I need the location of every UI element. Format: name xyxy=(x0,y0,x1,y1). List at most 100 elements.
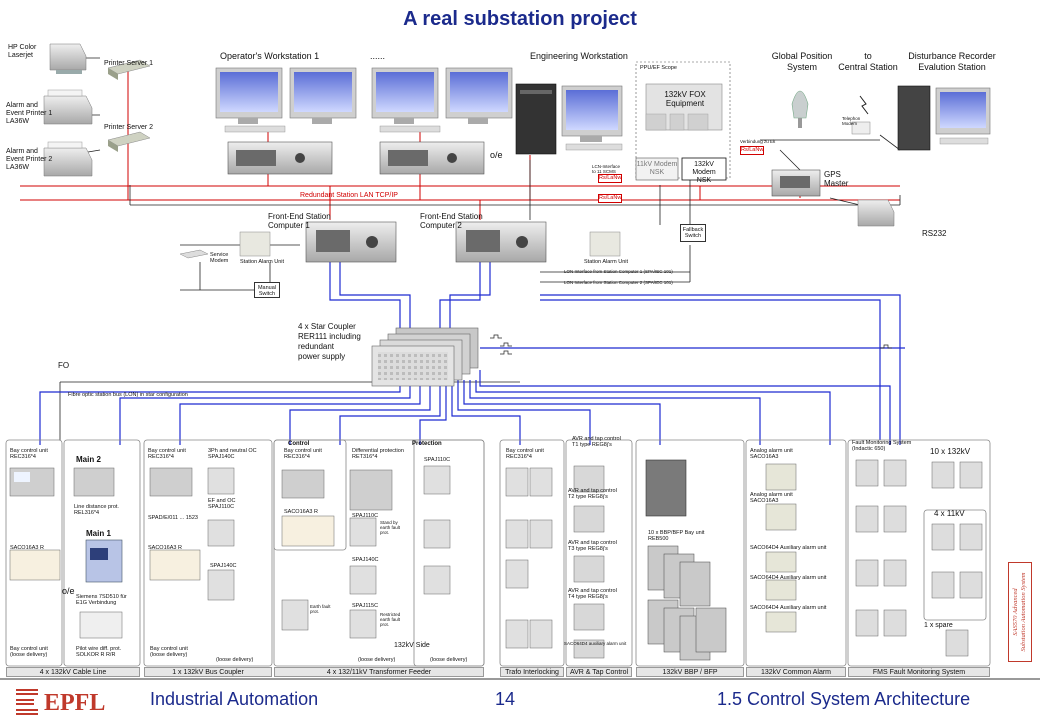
printer-server-1 xyxy=(107,59,151,80)
spaj115c-label: SPAJ115C xyxy=(352,603,379,609)
siemens-label: Siemens 7SD510 für E1G Verbindung xyxy=(76,594,127,606)
engineering-workstation xyxy=(515,83,623,155)
avr-t4-label: AVR and tap control T4 type REG8j's xyxy=(568,588,617,600)
alarm-printer-2 xyxy=(43,141,93,177)
fms-spare-label: 1 x spare xyxy=(924,622,953,629)
interlocking-bay-control-label: Bay control unit REC316*4 xyxy=(506,448,544,460)
common-alarm-group-label: 132kV Common Alarm xyxy=(746,667,846,677)
lon-interface-2-label: LON Interface from Station Computer 2 (S… xyxy=(564,280,673,285)
bus-oc-label: 3Ph and neutral OC SPAJ140C xyxy=(208,448,257,460)
ppu-scope-label: PPU/EF Scope xyxy=(640,65,677,71)
aux-alarm-2-label: SACO64D4 Auxiliary alarm unit xyxy=(750,575,827,581)
engineering-workstation-label: Engineering Workstation xyxy=(530,51,628,61)
gps-master-label: GPS Master xyxy=(824,170,849,188)
star-coupler-label: 4 x Star Coupler RER111 including redund… xyxy=(298,322,361,361)
redundant-lan-label: Redundant Station LAN TCP/IP xyxy=(300,192,398,199)
station-alarm-unit-1-label: Station Alarm Unit xyxy=(240,259,285,265)
manual-switch[interactable]: Manual Switch xyxy=(254,282,280,298)
station-alarm-unit-2-label: Station Alarm Unit xyxy=(584,259,629,265)
analog-alarm-1-label: Analog alarm unit SACO16A3 xyxy=(750,448,793,460)
bay-frames xyxy=(5,439,991,667)
red-tag-2: Rs/LaNw xyxy=(598,194,622,203)
avr-group-label: AVR & Tap Control xyxy=(566,667,632,677)
printer-server-1-label: Printer Server 1 xyxy=(104,60,154,67)
fox-equipment-box xyxy=(635,61,731,181)
avr-aux-label: SACO64D4 auxiliary alarm unit xyxy=(564,641,627,646)
rs232-label: RS232 xyxy=(922,229,947,238)
fms-group-label: FMS Fault Monitoring System xyxy=(848,667,990,677)
rs232-printer xyxy=(857,199,895,227)
footer-course-title: Industrial Automation xyxy=(150,689,319,709)
transformer-group-label: 4 x 132/11kV Transformer Feeder xyxy=(274,667,484,677)
line-distance-label: Line distance prot. REL316*4 xyxy=(74,504,119,516)
trafo-loose-2-label: (loose delivery) xyxy=(430,657,468,663)
gps-label: Global Position System xyxy=(771,51,833,72)
bus-spad-label: SPAD/E/011 ... 1523 xyxy=(148,515,198,521)
bus-coupler-group-label: 1 x 132kV Bus Coupler xyxy=(144,667,272,677)
page-title: A real substation project xyxy=(403,8,637,30)
control-label: Control xyxy=(288,441,310,447)
lcn-interface-label: LCN-Interface to 11 SCMS xyxy=(592,164,621,174)
cable-loose-label: Bay control unit (loose delivery) xyxy=(10,646,48,658)
trafo-interlocking-group-label: Trafo Interlocking xyxy=(500,667,564,677)
aux-alarm-3-label: SACO64D4 Auxiliary alarm unit xyxy=(750,605,827,611)
operators-workstation-2-label: ...... xyxy=(370,51,386,61)
red-tag-1: Rs/LaNw xyxy=(598,174,622,183)
footer-page-number: 14 xyxy=(495,689,516,709)
fox-equipment-label: 132kV FOX Equipment xyxy=(664,90,706,108)
oe-converter-bottom: o/e xyxy=(62,586,75,596)
restricted-label: Restricted earth fault prot. xyxy=(380,612,401,627)
fallback-switch[interactable]: Fallback Switch xyxy=(680,224,706,242)
operator-workstation-1-monitors xyxy=(215,67,357,133)
operator-workstation-2-computer xyxy=(379,141,485,175)
fibre-bus-label: Fibre optic station bus (LON) in star co… xyxy=(68,392,188,398)
spaj110c-label: SPAJ110C xyxy=(352,513,379,519)
trafo-loose-1-label: (loose delivery) xyxy=(358,657,396,663)
aux-alarm-1-label: SACO64D4 Auxiliary alarm unit xyxy=(750,545,827,551)
bus-bay-control-label: Bay control unit REC316*4 xyxy=(148,448,186,460)
gps-master-unit xyxy=(771,169,821,197)
bus-loose-1-label: Bay control unit (loose delivery) xyxy=(150,646,188,658)
front-end-1-label: Front-End Station Computer 1 xyxy=(268,212,331,230)
verbindung-label: Verbindung zu Ek xyxy=(740,139,776,144)
main1-label: Main 1 xyxy=(86,529,111,538)
sas570-banner: SAS570 Advanced Substation Automation Sy… xyxy=(1008,562,1032,662)
disturbance-recorder-label: Disturbance Recorder Evalution Station xyxy=(908,51,996,72)
station-alarm-unit-2 xyxy=(589,231,621,257)
sas570-banner-text: SAS570 Advanced Substation Automation Sy… xyxy=(1012,572,1027,652)
fms-11kv-label: 4 x 11kV xyxy=(934,509,965,518)
star-couplers xyxy=(371,327,479,387)
avr-t2-label: AVR and tap control T2 type REG8j's xyxy=(568,488,617,500)
to-central-label: to Central Station xyxy=(838,51,898,72)
trafo-bay-control-label: Bay control unit REC316*4 xyxy=(284,448,322,460)
fms-132kv-label: 10 x 132kV xyxy=(930,447,971,456)
front-end-computer-1 xyxy=(305,221,397,263)
cable-saco-label: SACO16A3 R xyxy=(10,545,44,551)
alarm-printer-1-label: Alarm and Event Printer 1 LA36W xyxy=(6,102,53,125)
lon-interface-1-label: LON Interface from Station Computer 1 (S… xyxy=(564,269,673,274)
redundant-lan-lines xyxy=(20,68,900,220)
differential-label: Differential protection RET316*4 xyxy=(352,448,404,460)
alarm-printer-2-label: Alarm and Event Printer 2 LA36W xyxy=(6,148,53,171)
fo-label: FO xyxy=(58,361,70,370)
telephone-modem-label: Telephon Modem xyxy=(842,116,861,126)
operator-workstation-2-monitors xyxy=(371,67,513,133)
red-tag-3: Rs/LaNw xyxy=(740,146,764,155)
footer-divider xyxy=(0,678,1040,680)
fms-header-label: Fault Monitoring System (Indactic 650) xyxy=(852,440,912,452)
pulse-markers xyxy=(490,334,892,355)
fibre-bus-lines xyxy=(39,262,905,445)
hp-color-laserjet-label: HP Color Laserjet xyxy=(8,44,37,59)
modem-11kv-label: 11kV Modem NSK xyxy=(636,161,678,176)
earth-fault-label: Earth fault prot. xyxy=(310,604,331,614)
standby-label: Stand by earth fault prot. xyxy=(380,520,401,535)
side-132-label: 132kV Side xyxy=(394,642,430,649)
bus-loose-2-label: (loose delivery) xyxy=(216,657,254,663)
front-end-computer-2 xyxy=(455,221,547,263)
spaj140c-label: SPAJ140C xyxy=(352,557,379,563)
cable-bay-control-label: Bay control unit REC316*4 xyxy=(10,448,48,460)
pilot-wire-label: Pilot wire diff. prot. SOLKOR R R/R xyxy=(76,646,122,658)
relay-units xyxy=(9,459,983,661)
modem-132kv-label: 132kV Modem NSK xyxy=(692,161,716,184)
